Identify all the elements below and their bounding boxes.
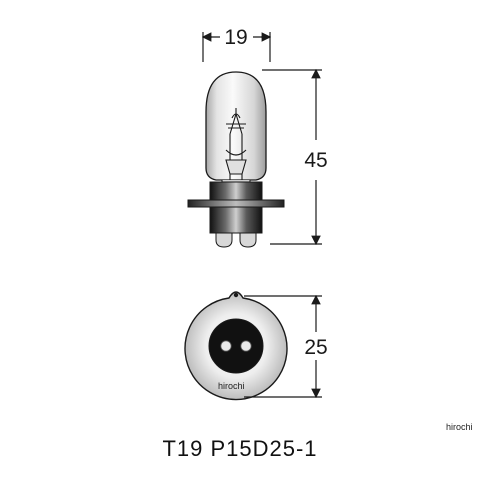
base-body [209, 206, 263, 234]
diameter-dimension: 25 [244, 294, 328, 399]
base-collar [209, 181, 263, 201]
base-flange [187, 199, 285, 208]
product-code: T19 P15D25-1 [162, 436, 318, 461]
filament [225, 108, 247, 180]
watermark-inner: hirochi [218, 381, 245, 391]
width-label: 19 [224, 26, 247, 49]
base-end-view: hirochi [184, 291, 288, 401]
contact-right [239, 232, 257, 248]
contact-left [215, 232, 233, 248]
height-label: 45 [304, 149, 327, 172]
diameter-label: 25 [304, 336, 327, 359]
base-insulator [208, 318, 264, 374]
width-dimension: 19 [201, 26, 272, 62]
contact-dot-left [220, 340, 232, 352]
contact-dot-right [240, 340, 252, 352]
height-dimension: 45 [262, 68, 328, 246]
bulb-side-view [187, 71, 285, 248]
watermark-outer: hirochi [446, 422, 473, 432]
glass-envelope [205, 71, 267, 181]
